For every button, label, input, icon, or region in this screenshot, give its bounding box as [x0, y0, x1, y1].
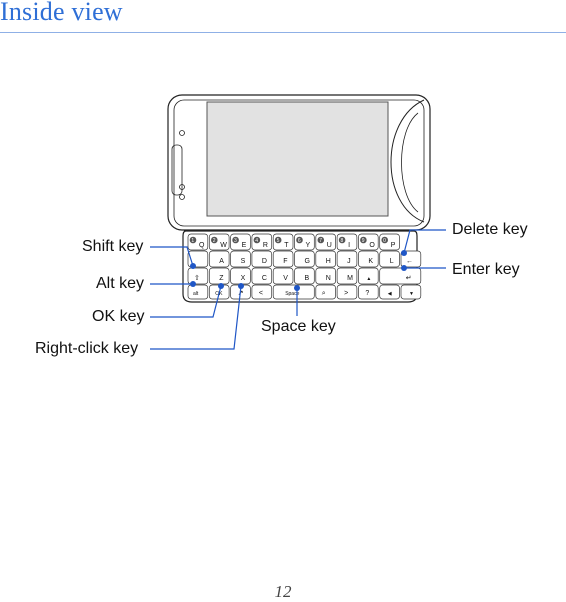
- key-m[interactable]: [336, 267, 358, 285]
- key-label-h: H: [326, 258, 331, 265]
- key-label-z: Z: [219, 275, 224, 282]
- key-question[interactable]: [358, 284, 379, 300]
- arrow-left-key[interactable]: [379, 284, 400, 300]
- key-c[interactable]: [251, 267, 273, 285]
- enter-icon: ↵: [406, 275, 412, 282]
- alt-key-label: alt: [193, 291, 199, 297]
- key-label-d: D: [262, 258, 267, 265]
- key-n[interactable]: [315, 267, 336, 285]
- shift-icon: ⇧: [194, 274, 200, 282]
- key-g[interactable]: [294, 250, 315, 268]
- key-label-u: U: [327, 242, 332, 249]
- key-number-5-label: 5: [277, 238, 280, 244]
- key-label-less-than: <: [259, 290, 263, 297]
- key-label-greater-than: >: [344, 290, 348, 297]
- key-number-2: [211, 236, 218, 244]
- key-number-2-label: 2: [213, 238, 216, 244]
- arrow-down-key[interactable]: [400, 284, 422, 300]
- enter-key[interactable]: [379, 267, 422, 285]
- backspace-icon: ←: [406, 258, 413, 265]
- key-number-8: [338, 236, 346, 244]
- key-d[interactable]: [251, 250, 273, 268]
- key-number-3: [232, 236, 239, 244]
- title-divider: [0, 32, 566, 33]
- key-label-a: A: [219, 258, 224, 265]
- key-number-5: [274, 236, 282, 244]
- key-number-6-label: 6: [298, 238, 301, 244]
- key-label-p: P: [391, 242, 396, 249]
- shift-key[interactable]: [187, 267, 209, 285]
- key-label-x: X: [241, 275, 246, 282]
- ok-key-callout: OK key: [92, 308, 145, 325]
- key-number-7-label: 7: [319, 238, 322, 244]
- key-number-9: [360, 236, 367, 244]
- sensor-icon: [179, 130, 185, 136]
- key-label-o: O: [369, 242, 375, 249]
- key-v[interactable]: [272, 267, 294, 285]
- page-number: 12: [274, 582, 292, 601]
- key-number-3-label: 3: [234, 238, 237, 244]
- key-s[interactable]: [230, 250, 251, 268]
- key-label-i: I: [348, 242, 350, 249]
- key-label-q: Q: [199, 242, 205, 249]
- delete-key-callout: Delete key: [452, 221, 528, 238]
- key-label-v: V: [283, 275, 288, 282]
- key-number-9-label: 9: [362, 238, 365, 244]
- key-label-j: J: [347, 258, 351, 265]
- space-key-callout: Space key: [261, 318, 336, 335]
- key-b[interactable]: [294, 267, 315, 285]
- key-label-w: W: [220, 242, 227, 249]
- space-key-label: Space: [285, 291, 299, 297]
- key-label-m: M: [347, 275, 353, 282]
- alt-key[interactable]: [187, 284, 209, 300]
- alt-key-callout: Alt key: [96, 275, 145, 292]
- key-number-0-label: 0: [383, 238, 386, 244]
- space-key[interactable]: [272, 284, 315, 300]
- key-l[interactable]: [379, 250, 400, 268]
- search-key[interactable]: [315, 284, 336, 300]
- device-screen: [206, 101, 389, 217]
- key-h[interactable]: [315, 250, 336, 268]
- key-symbol[interactable]: [187, 250, 209, 268]
- search-icon: ⌕: [322, 290, 326, 297]
- key-label-f: F: [283, 258, 287, 265]
- key-j[interactable]: [336, 250, 358, 268]
- key-number-4: [253, 236, 261, 244]
- page-title: Inside view: [0, 0, 123, 26]
- key-label-g: G: [305, 258, 310, 265]
- arrow-up-key[interactable]: [358, 267, 379, 285]
- key-label-c: C: [262, 275, 267, 282]
- key-number-4-label: 4: [255, 238, 258, 244]
- key-label-t: T: [284, 242, 289, 249]
- side-button: [171, 144, 183, 196]
- key-label-question: ?: [365, 290, 369, 297]
- key-label-s: S: [241, 258, 246, 265]
- key-k[interactable]: [358, 250, 379, 268]
- key-number-0: [381, 236, 389, 244]
- key-greater-than[interactable]: [336, 284, 358, 300]
- arrow-left-icon: ◀: [388, 291, 392, 297]
- key-label-n: N: [326, 275, 331, 282]
- key-label-y: Y: [306, 242, 311, 249]
- shift-key-callout: Shift key: [82, 238, 144, 255]
- arrow-up-icon: ▲: [366, 276, 371, 282]
- key-number-8-label: 8: [341, 238, 344, 244]
- key-label-k: K: [368, 258, 373, 265]
- key-label-l: L: [390, 258, 394, 265]
- key-number-1: [189, 236, 197, 244]
- key-a[interactable]: [208, 250, 230, 268]
- key-number-7: [317, 236, 325, 244]
- key-label-b: B: [305, 275, 310, 282]
- arrow-down-icon: ▼: [409, 291, 414, 297]
- key-less-than[interactable]: [251, 284, 273, 300]
- key-number-6: [296, 236, 303, 244]
- key-number-1-label: 1: [191, 238, 194, 244]
- right-click-key-callout: Right-click key: [35, 340, 139, 357]
- key-label-e: E: [242, 242, 247, 249]
- key-label-r: R: [263, 242, 268, 249]
- enter-key-callout: Enter key: [452, 261, 520, 278]
- key-f[interactable]: [272, 250, 294, 268]
